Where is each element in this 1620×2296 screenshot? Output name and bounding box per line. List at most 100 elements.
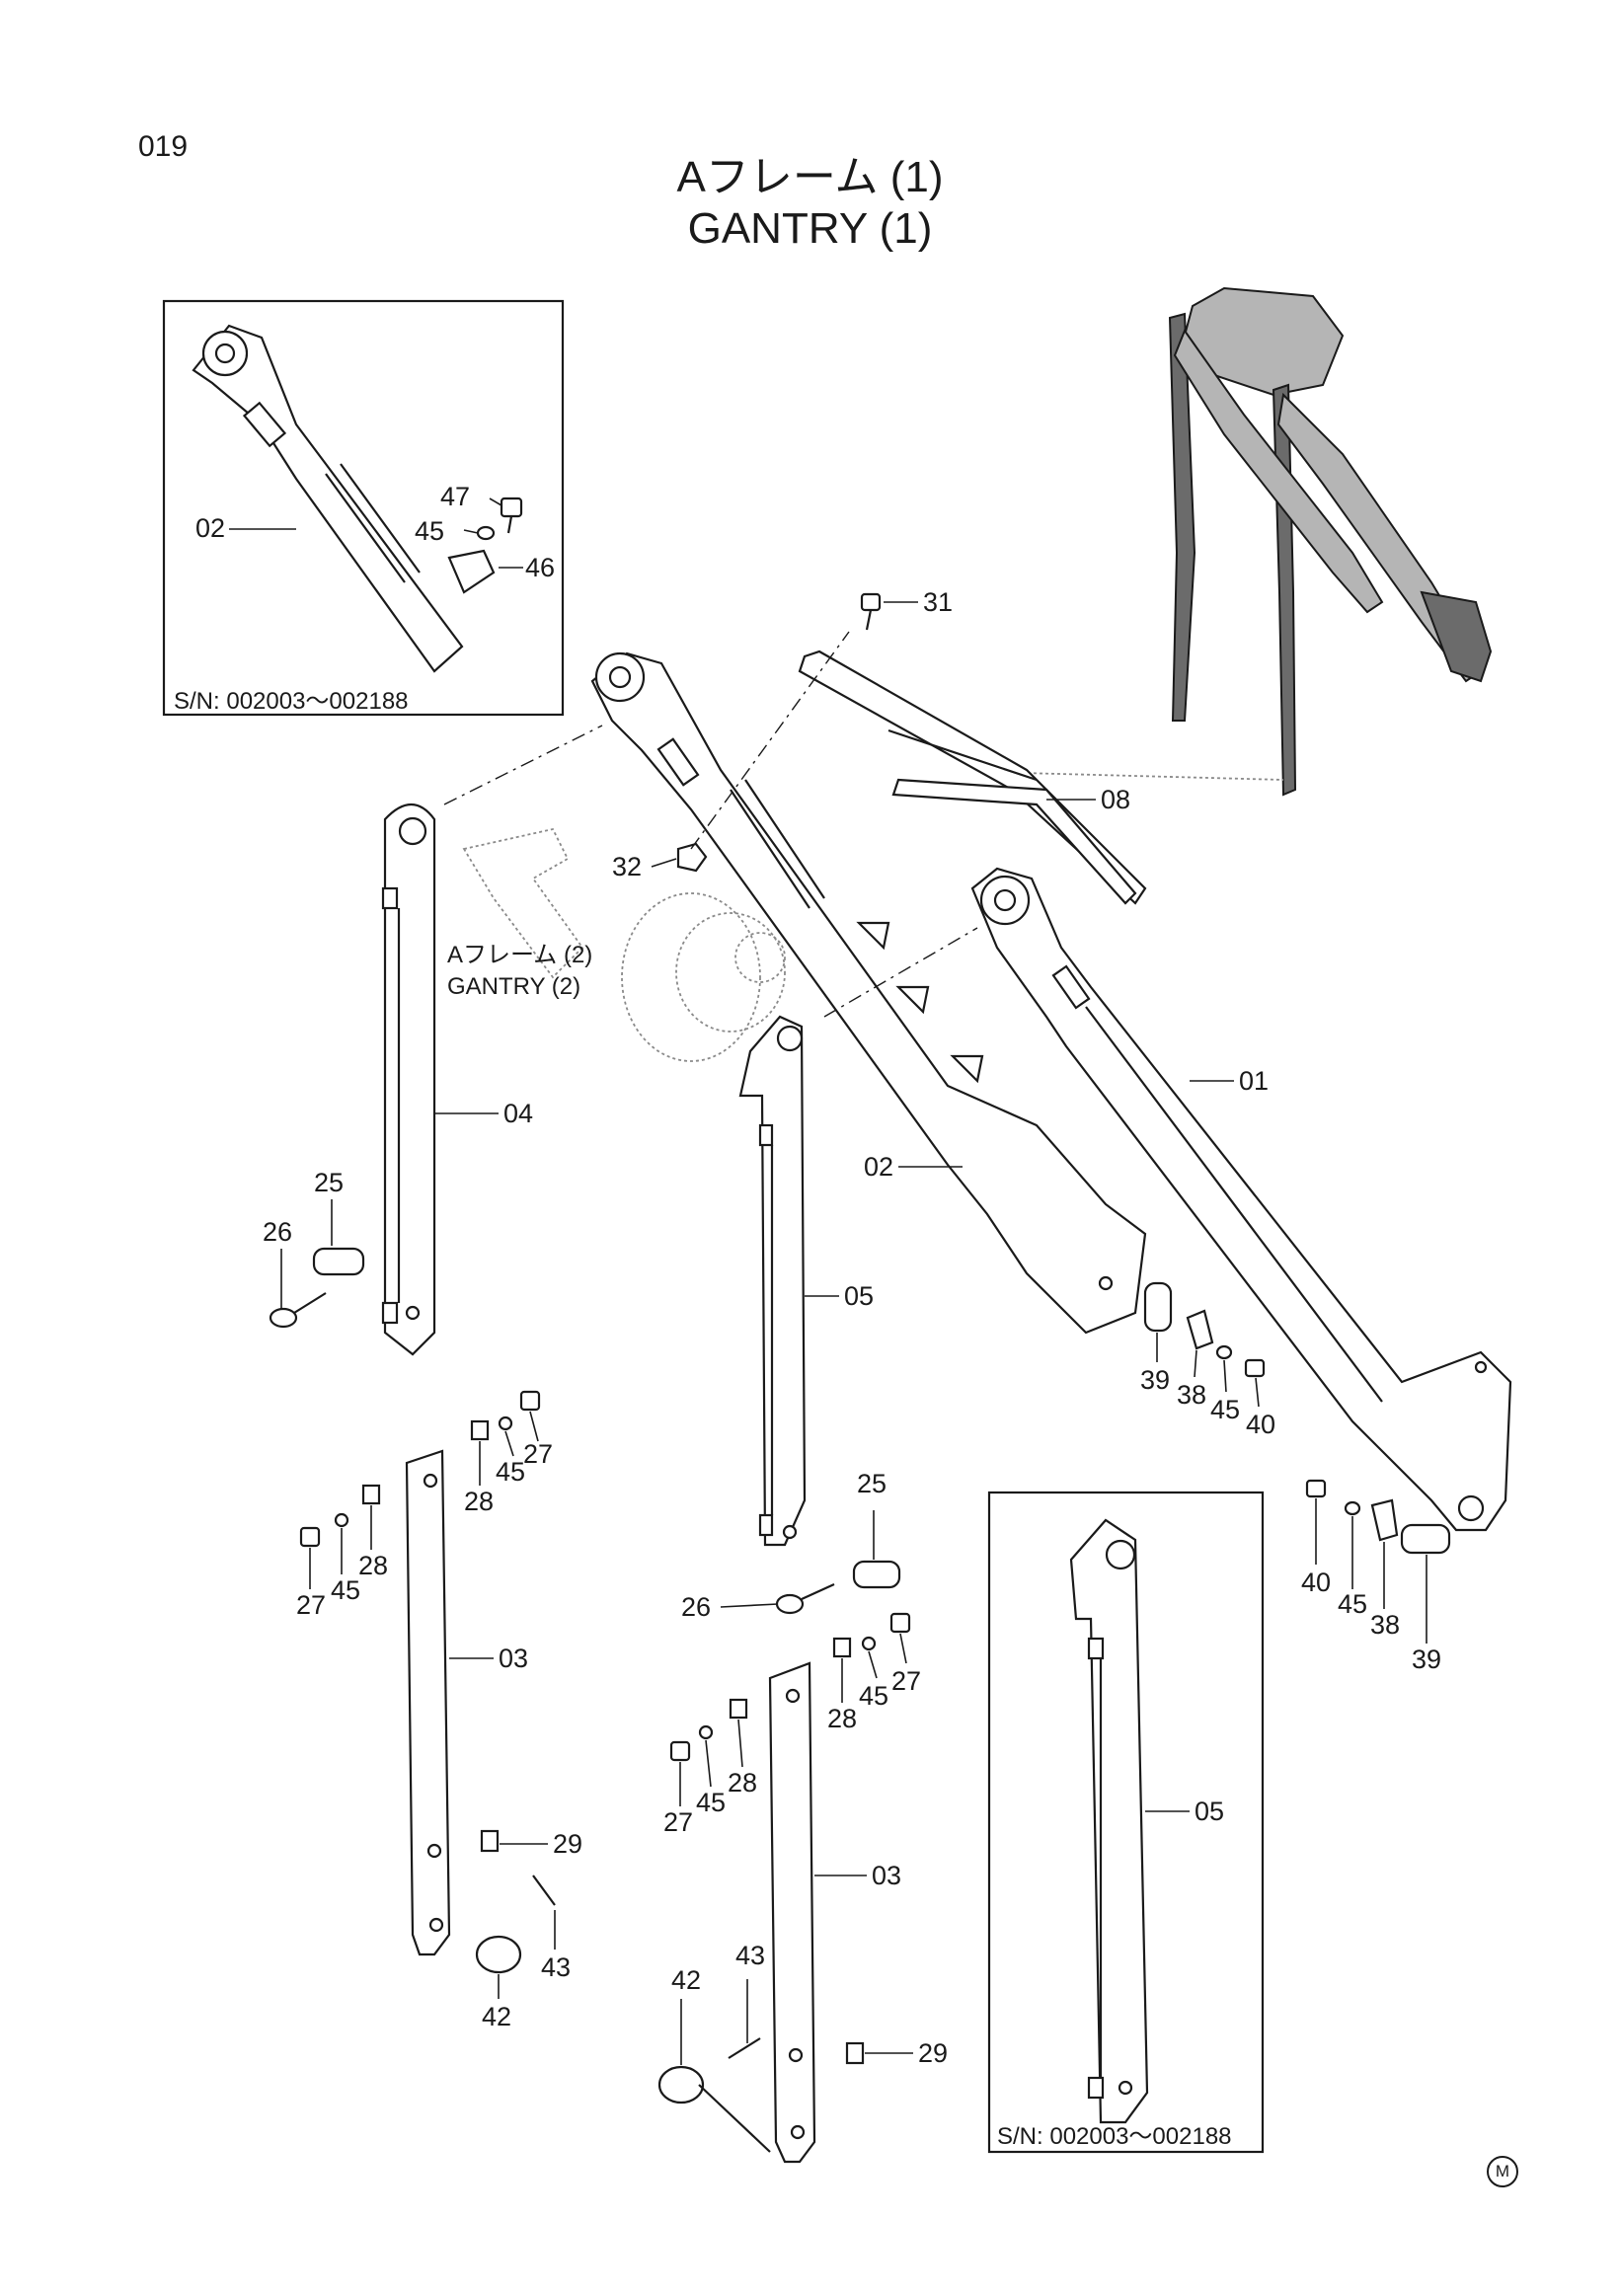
- callout-25-left: 25: [314, 1168, 345, 1197]
- callout-02-inset: 02: [195, 513, 226, 543]
- part-31-bolt: [860, 592, 882, 631]
- part-45-washer-a: [1215, 1344, 1233, 1360]
- callout-45-c: 45: [496, 1457, 526, 1487]
- callout-39-a: 39: [1140, 1365, 1171, 1395]
- inset-bottom-part-05: [1069, 1518, 1149, 2124]
- part-27-bolt-a: [519, 1390, 541, 1412]
- part-45-washer-e: [861, 1636, 877, 1651]
- part-40-bolt-a: [1244, 1358, 1266, 1378]
- callout-26-center: 26: [681, 1592, 712, 1622]
- callout-39-b: 39: [1412, 1645, 1442, 1674]
- callout-27-a: 27: [523, 1439, 554, 1469]
- callout-08: 08: [1101, 785, 1131, 814]
- part-27-bolt-d: [669, 1740, 691, 1762]
- part-40-bolt-b: [1305, 1479, 1327, 1498]
- part-45-washer-c: [498, 1416, 513, 1431]
- part-04-link: [381, 804, 436, 1356]
- part-05-link: [738, 1015, 807, 1547]
- callout-43-center: 43: [735, 1941, 766, 1970]
- callout-45-e: 45: [859, 1681, 889, 1711]
- callout-28-b: 28: [358, 1551, 389, 1580]
- callout-01: 01: [1239, 1066, 1270, 1096]
- callout-28-a: 28: [464, 1487, 495, 1516]
- inset-bottom-serial-label: S/N: 002003～002188: [997, 2123, 1232, 2150]
- part-27-bolt-c: [889, 1612, 911, 1634]
- callout-03-left: 03: [499, 1644, 529, 1673]
- callout-27-d: 27: [663, 1807, 694, 1837]
- callout-42-center: 42: [671, 1965, 702, 1995]
- part-45-washer-d: [334, 1512, 349, 1528]
- part-42-pin-left: [475, 1935, 522, 1974]
- callout-47: 47: [440, 482, 471, 511]
- part-32-nut: [676, 842, 708, 873]
- callout-29-left: 29: [553, 1829, 583, 1859]
- part-45-washer-b: [1344, 1500, 1361, 1516]
- callout-27-b: 27: [296, 1590, 327, 1620]
- callout-31: 31: [923, 587, 954, 617]
- gantry-2-reference-label-en: GANTRY (2): [447, 973, 581, 1000]
- part-38-plate-b: [1370, 1498, 1399, 1542]
- gantry-2-reference-label-jp: Aフレーム (2): [447, 942, 593, 968]
- part-43-clip-center: [728, 2037, 761, 2059]
- part-25-pin-center: [852, 1560, 901, 1589]
- gantry-2-reference: [462, 827, 786, 1062]
- part-26-clip-center: [775, 1582, 835, 1615]
- callout-40-b: 40: [1301, 1568, 1332, 1597]
- callout-40-a: 40: [1246, 1410, 1276, 1439]
- part-39-pin-a: [1143, 1281, 1173, 1333]
- callout-02-main: 02: [864, 1152, 894, 1182]
- part-08-plate: [798, 650, 1147, 905]
- part-39-pin-b: [1400, 1523, 1451, 1555]
- part-03-link-left: [405, 1449, 451, 1956]
- page-number: 019: [138, 130, 189, 163]
- callout-38-a: 38: [1177, 1380, 1207, 1410]
- part-28-block-a: [470, 1419, 490, 1441]
- part-02-arm: [590, 651, 1147, 1335]
- part-29-block-center: [845, 2041, 865, 2065]
- part-29-block-left: [480, 1829, 500, 1853]
- part-27-bolt-b: [299, 1526, 321, 1548]
- part-25-pin-left: [312, 1247, 365, 1276]
- inset-frame-top: [162, 299, 565, 717]
- inset-top-bracket-46: [447, 549, 496, 594]
- page-title-en: GANTRY (1): [687, 204, 933, 253]
- assembled-gantry-view: [1021, 286, 1493, 797]
- callout-05-inset: 05: [1195, 1797, 1225, 1826]
- inset-top-serial-label: S/N: 002003～002188: [174, 688, 409, 715]
- inset-top-bolt-47: [500, 497, 523, 534]
- part-43-clip-left: [532, 1875, 556, 1906]
- part-03-link-center: [768, 1661, 816, 2164]
- callout-32: 32: [612, 852, 643, 881]
- callout-03-center: 03: [872, 1861, 902, 1890]
- callout-45-a: 45: [1210, 1395, 1241, 1424]
- part-42-pin-center: [657, 2065, 771, 2153]
- callout-43-left: 43: [541, 1952, 572, 1982]
- callout-45-b: 45: [1338, 1589, 1368, 1619]
- part-28-block-c: [832, 1637, 852, 1658]
- part-01-member: [970, 867, 1512, 1532]
- callout-27-c: 27: [891, 1666, 922, 1696]
- callout-26-left: 26: [263, 1217, 293, 1247]
- callout-05-main: 05: [844, 1281, 875, 1311]
- callout-42-left: 42: [482, 2002, 512, 2031]
- callout-45-inset: 45: [415, 516, 445, 546]
- callout-46: 46: [525, 553, 556, 582]
- inset-frame-bottom: [987, 1491, 1265, 2154]
- part-28-block-b: [361, 1484, 381, 1505]
- callout-28-d: 28: [728, 1768, 758, 1798]
- inset-top-washer-45: [476, 525, 496, 541]
- part-28-block-d: [729, 1698, 748, 1720]
- callout-04: 04: [503, 1099, 534, 1128]
- part-45-washer-f: [698, 1724, 714, 1740]
- callout-28-c: 28: [827, 1704, 858, 1733]
- callout-45-f: 45: [696, 1788, 727, 1817]
- inset-top-part-02: [192, 324, 464, 673]
- part-38-plate-a: [1186, 1309, 1214, 1350]
- callout-29-center: 29: [918, 2038, 949, 2068]
- callout-25-center: 25: [857, 1469, 887, 1498]
- corner-mark: M: [1487, 2156, 1518, 2187]
- callout-45-d: 45: [331, 1575, 361, 1605]
- callout-38-b: 38: [1370, 1610, 1401, 1640]
- part-26-clip-left: [269, 1292, 327, 1329]
